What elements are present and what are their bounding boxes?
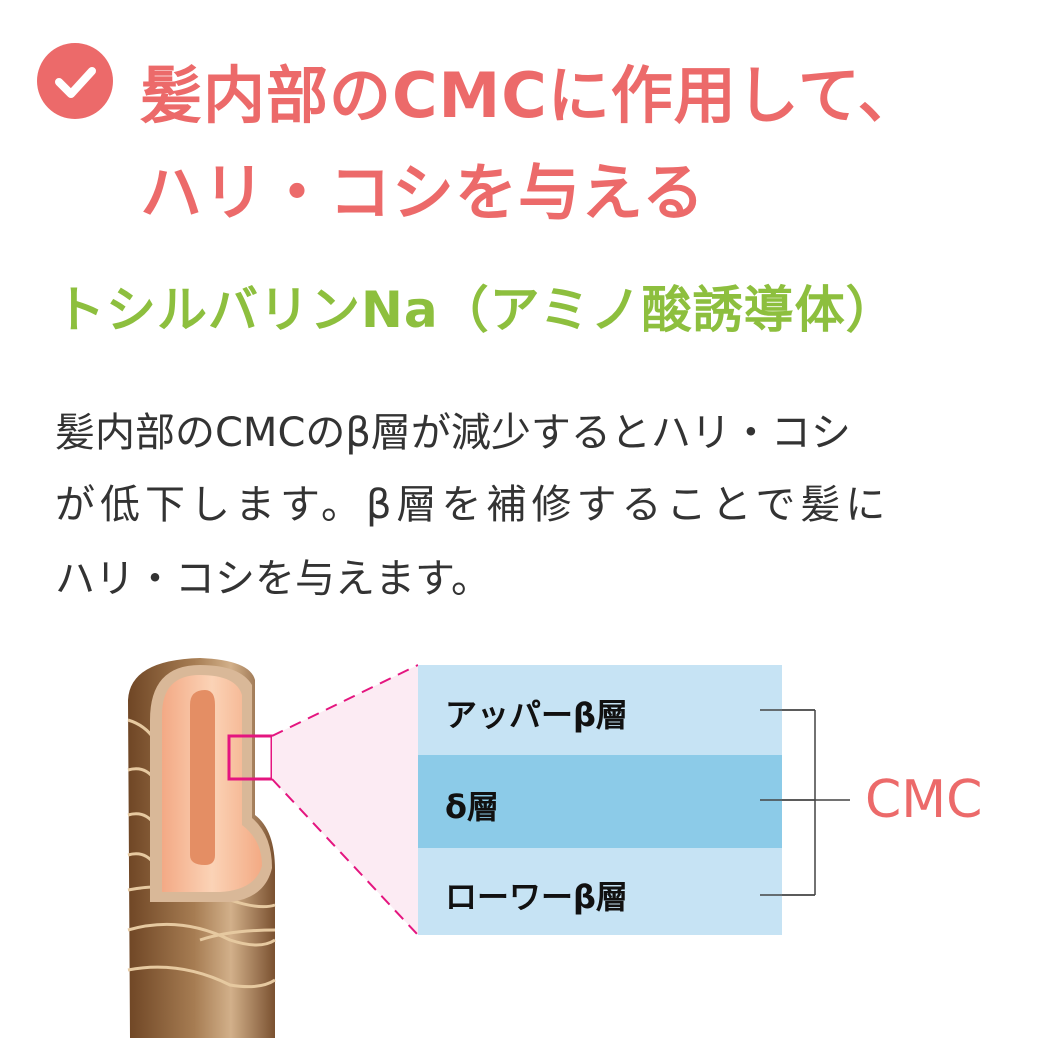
- layer-label: δ層: [445, 788, 499, 826]
- hair-illustration: [127, 658, 850, 1038]
- ingredient-name: トシルバリンNa（アミノ酸誘導体）: [55, 281, 897, 339]
- heading-line-1: 髪内部のCMCに作用して、: [140, 59, 921, 132]
- description-line-2: が低下します。β層を補修することで髪に: [55, 482, 891, 528]
- cmc-label: CMC: [865, 770, 983, 830]
- heading-line-2: ハリ・コシを与える: [140, 156, 706, 229]
- layer-delta: [418, 755, 782, 848]
- check-circle-icon: [37, 43, 113, 119]
- layer-label: ローワーβ層: [445, 878, 628, 916]
- layer-upper-beta: [418, 665, 782, 755]
- layer-lower-beta: [418, 848, 782, 935]
- layer-label: アッパーβ層: [445, 696, 628, 734]
- description-line-1: 髪内部のCMCのβ層が減少するとハリ・コシ: [55, 410, 851, 456]
- description-line-3: ハリ・コシを与えます。: [55, 556, 491, 602]
